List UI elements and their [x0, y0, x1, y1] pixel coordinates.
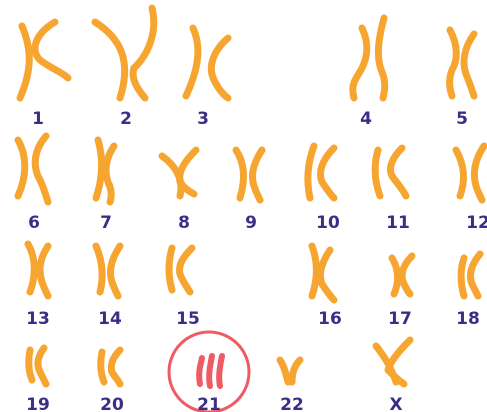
chromosome-label: 7: [100, 213, 112, 233]
chromosome-pair-18: [461, 254, 480, 296]
chromosome-label: 11: [386, 213, 410, 233]
chromosome-pair-6: [18, 136, 48, 202]
chromosome-label: 13: [26, 309, 50, 329]
chromosome-pair-19: [29, 348, 46, 384]
chromosome-label: 17: [388, 309, 412, 329]
chromosome-pair-10: [308, 146, 334, 198]
chromosome-label: 16: [318, 309, 342, 329]
chromosome-pair-20: [101, 350, 120, 384]
chromosome-pair-17: [392, 256, 412, 294]
chromosome-pair-7: [96, 140, 114, 202]
chromosome-label: 6: [28, 213, 40, 233]
chromosome-label: 18: [456, 309, 480, 329]
chromosome-pair-13: [28, 244, 48, 296]
chromosome-label: 21: [197, 395, 221, 412]
chromosome-pair-2: [95, 8, 154, 98]
chromosome-21-triplet: [199, 356, 222, 386]
chromosome-pair-11: [375, 148, 406, 196]
chromosome-label: 3: [197, 109, 209, 129]
chromosome-label: 14: [98, 309, 122, 329]
chromosome-pair-5: [450, 30, 474, 96]
chromosome-pair-9: [236, 150, 262, 200]
chromosome-label: 4: [360, 109, 372, 129]
chromosome-label: X: [389, 395, 402, 412]
chromosome-pair-8: [162, 150, 196, 196]
chromosome-label: 8: [178, 213, 190, 233]
chromosome-pair-15: [169, 248, 192, 292]
chromosome-pair-12: [456, 146, 484, 200]
chromosome-pair-x: [376, 340, 410, 384]
chromosome-label: 2: [120, 109, 132, 129]
chromosome-label: 1: [32, 109, 44, 129]
chromosome-pair-22: [280, 360, 300, 382]
chromosome-label: 12: [466, 213, 487, 233]
chromosome-label: 22: [280, 395, 304, 412]
chromosome-pair-1: [20, 22, 68, 98]
chromosome-label: 9: [245, 213, 257, 233]
chromosome-label: 5: [456, 109, 468, 129]
chromosome-label: 10: [316, 213, 340, 233]
chromosome-pair-3: [186, 28, 228, 98]
chromosome-label: 20: [100, 395, 124, 412]
chromosome-pair-14: [96, 246, 120, 296]
chromosome-label: 19: [26, 395, 50, 412]
chromosome-pair-4: [353, 18, 385, 98]
chromosome-label: 15: [176, 309, 200, 329]
chromosome-pair-16: [312, 246, 334, 300]
